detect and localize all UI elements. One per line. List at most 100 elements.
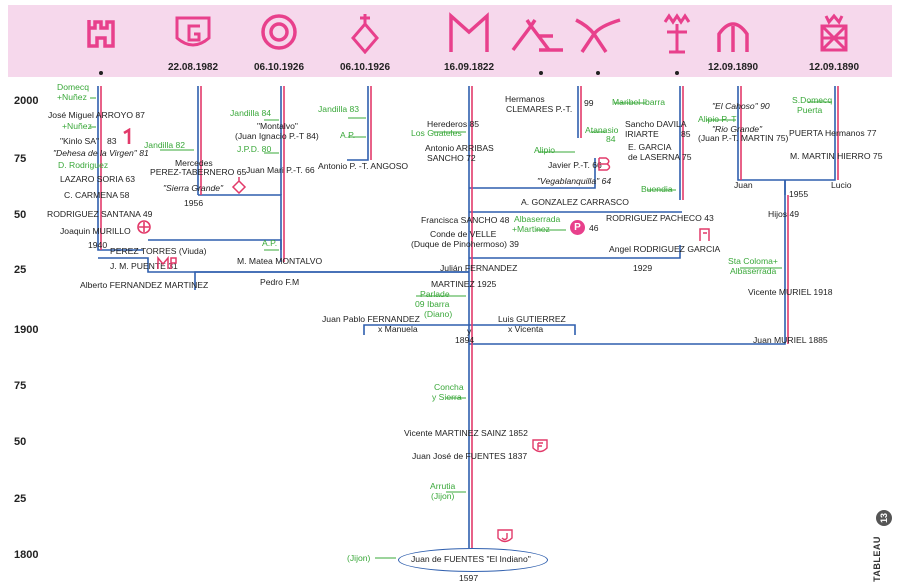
node-label: Alipio — [534, 145, 556, 155]
brand-date: 12.09.1890 — [808, 62, 860, 73]
node-label: S.Domecq — [792, 95, 833, 105]
tableau-number: 13 — [876, 510, 892, 526]
horned-brand-icon — [566, 12, 630, 54]
node-label: IRIARTE — [625, 129, 659, 139]
node-label: Alberto FERNANDEZ MARTINEZ — [80, 280, 209, 290]
node-label: PEREZ TORRES (Viuda) — [110, 246, 207, 256]
node-label: Antonio ARRIBAS — [425, 143, 494, 153]
node-label: Albaserrada — [514, 214, 561, 224]
node-label: RODRIGUEZ PACHECO 43 — [606, 213, 714, 223]
node-label: "El Cahoso" 90 — [712, 101, 770, 111]
node-label: (Juan Ignacio P.-T 84) — [235, 131, 319, 141]
node-label: 1956 — [184, 198, 204, 208]
node-label: 1955 — [789, 189, 809, 199]
castle-brand-icon — [69, 12, 133, 54]
node-label: +Martinez — [512, 224, 550, 234]
node-label: PUERTA Hermanos 77 — [789, 128, 877, 138]
node-label: Herederos 85 — [427, 119, 480, 129]
node-label: (Diano) — [424, 309, 453, 319]
node-label: LAZARO SORIA 63 — [60, 174, 135, 184]
year-label: 75 — [14, 380, 27, 392]
mp-brand-mark-icon — [157, 255, 177, 269]
node-label: Maribel Ibarra — [612, 97, 666, 107]
node-label: Juan Pablo FERNANDEZ — [322, 314, 420, 324]
brand-date: 22.08.1982 — [167, 62, 219, 73]
node-label: Arrutia — [430, 481, 456, 491]
node-label: Lucio — [831, 180, 852, 190]
node-label: Hijos 49 — [768, 209, 800, 219]
year-label: 1800 — [14, 549, 39, 561]
node-label: J. M. PUENTE 31 — [110, 261, 178, 271]
year-label: 1900 — [14, 324, 39, 336]
brand-date: 12.09.1890 — [707, 62, 759, 73]
node-label: 1940 — [88, 240, 108, 250]
node-label: "Dehesa de la Virgen" 81 — [53, 148, 149, 158]
ring-brand-icon — [247, 12, 311, 54]
node-label: Pedro F.M — [260, 277, 300, 287]
node-label: Hermanos — [505, 94, 545, 104]
node-label: +Nuñez — [62, 121, 92, 131]
node-label: Javier P.-T. 66 — [548, 160, 602, 170]
node-label: Juan MURIEL 1885 — [753, 335, 828, 345]
node-label: (Juan P.-T. MARTIN 75) — [698, 133, 789, 143]
node-label: Julián FERNANDEZ — [440, 263, 518, 273]
brand-date: 06.10.1926 — [339, 62, 391, 73]
node-label: "Vegablanquilla" 64 — [537, 176, 612, 186]
node-label: Vicente MARTINEZ SAINZ 1852 — [404, 428, 528, 438]
node-label: Sta Coloma+ — [728, 256, 778, 266]
node-label: A.P. — [340, 130, 356, 140]
diamond-cross-brand-icon — [333, 12, 397, 55]
node-label: 99 — [584, 98, 594, 108]
node-label: M. Matea MONTALVO — [237, 256, 323, 266]
node-label: x Manuela — [378, 324, 418, 334]
node-label: PEREZ-TABERNERO 65 — [150, 167, 247, 177]
crowned-box-brand-icon — [802, 12, 866, 54]
year-label: 75 — [14, 153, 27, 165]
node-label: Jandilla 82 — [144, 140, 186, 150]
node-label: "Montalvo" — [257, 121, 298, 131]
node-label: de LASERNA 75 — [628, 152, 692, 162]
node-label: C. CARMENA 58 — [64, 190, 130, 200]
node-label: 85 — [681, 129, 691, 139]
node-label: (Jijon) — [347, 553, 371, 563]
crown-anchor-brand-icon — [645, 12, 709, 54]
node-label: D. Rodriguez — [58, 160, 109, 170]
node-label: Domecq+Nuñez — [57, 82, 89, 102]
b-brand-mark-icon — [598, 157, 611, 171]
one-brand-mark-icon — [123, 128, 131, 144]
brand-date: 16.09.1822 — [443, 62, 495, 73]
node-label: J.P.D. 80 — [237, 144, 272, 154]
year-label: 2000 — [14, 95, 39, 107]
node-label: Atanasio — [585, 125, 619, 135]
node-label: Joaquin MURILLO — [60, 226, 131, 236]
p-brand-badge: P — [570, 220, 585, 235]
tableau-tag: 13 TABLEAU — [871, 506, 894, 582]
founder-label: Juan de FUENTES "El Indiano" — [411, 554, 531, 564]
node-label: Juan Mari P.-T. 66 — [246, 165, 315, 175]
node-label: CLEMARES P.-T. — [506, 104, 573, 114]
founder-oval — [398, 548, 548, 572]
node-label: 09 Ibarra — [415, 299, 450, 309]
node-label: Mercedes — [175, 158, 213, 168]
node-label: M. MARTIN HIERRO 75 — [790, 151, 883, 161]
node-label: Sancho DAVILA — [625, 119, 687, 129]
node-label: 46 — [589, 223, 599, 233]
node-label: 1894 — [455, 335, 475, 345]
node-label: x Vicenta — [508, 324, 544, 334]
node-label: A.P. — [262, 238, 278, 248]
node-label: 83 — [107, 136, 117, 146]
node-label: 1929 — [633, 263, 653, 273]
brand-date: 06.10.1926 — [253, 62, 305, 73]
node-label: Luis GUTIERREZ — [498, 314, 566, 324]
node-label: E. GARCIA — [628, 142, 672, 152]
node-label: (Jijon) — [431, 491, 455, 501]
node-label: Alipio P.-T — [698, 114, 737, 124]
node-label: "Sierra Grande" — [163, 183, 224, 193]
tableau-label: TABLEAU — [871, 536, 882, 582]
node-label: Jandilla 83 — [318, 104, 360, 114]
node-label: (Duque de Pinohermoso) 39 — [411, 239, 519, 249]
triangle-brand-icon — [509, 12, 573, 54]
node-label: Antonio P. -T. ANGOSO — [318, 161, 409, 171]
